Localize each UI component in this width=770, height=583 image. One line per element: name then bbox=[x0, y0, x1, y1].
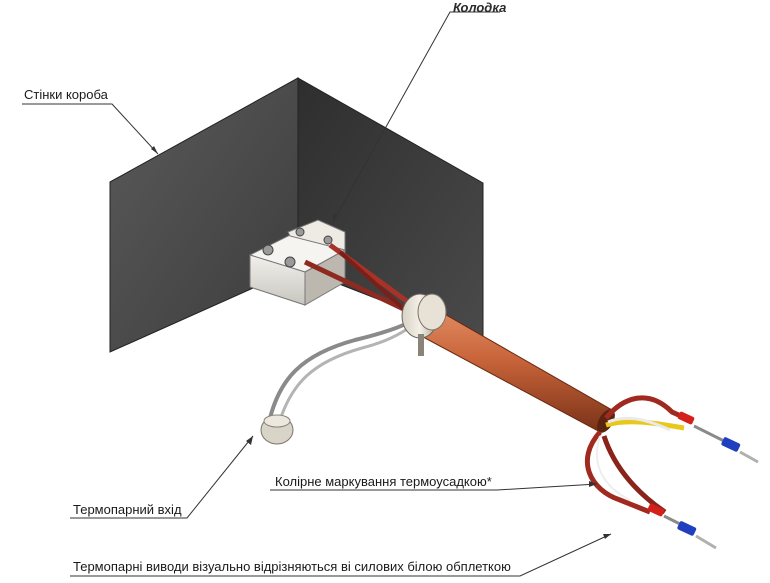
lead-white-lower bbox=[595, 435, 631, 501]
leader-thermocouple-input bbox=[70, 435, 254, 519]
label-thermocouple-leads: Термопарні виводи візуально відрізняютьс… bbox=[73, 559, 511, 574]
gland-stud bbox=[418, 334, 424, 356]
lead-white-upper bbox=[607, 416, 671, 432]
terminal-screw-3 bbox=[295, 227, 305, 237]
thermocouple-input-assembly bbox=[260, 320, 413, 445]
lead-red-lower-2 bbox=[601, 435, 667, 515]
pin-blue-upper bbox=[721, 437, 741, 452]
pin-tip-upper bbox=[739, 450, 759, 464]
lead-red-upper bbox=[604, 395, 692, 423]
leader-color-marking bbox=[270, 483, 598, 491]
crimp-red-upper bbox=[677, 411, 695, 425]
cable-gland bbox=[401, 293, 447, 356]
terminal-screw-1 bbox=[262, 244, 274, 256]
terminal-screw-4 bbox=[323, 235, 333, 245]
leader-lines bbox=[22, 11, 612, 577]
power-leads-inside bbox=[303, 242, 416, 320]
pin-tip-lower bbox=[695, 534, 717, 550]
thermocouple-wire-2 bbox=[278, 324, 413, 421]
leader-box-walls bbox=[22, 103, 159, 155]
label-terminal-block: Колодка bbox=[453, 0, 507, 15]
crimp-red-lower bbox=[647, 503, 665, 517]
thermocouple-wire-1 bbox=[268, 320, 411, 419]
terminal-block bbox=[248, 219, 347, 306]
thermocouple-connector-top bbox=[263, 414, 291, 428]
leader-thermocouple-leads bbox=[70, 533, 612, 577]
lead-yellow bbox=[605, 419, 685, 431]
lead-red-lower bbox=[584, 430, 651, 515]
label-thermocouple-input: Термопарний вхід bbox=[73, 502, 182, 517]
pin-blue-lower bbox=[677, 521, 697, 536]
label-color-marking: Колірне маркування термоусадкою* bbox=[275, 474, 492, 489]
external-leads bbox=[584, 395, 759, 550]
terminal-screw-2 bbox=[284, 256, 296, 268]
leader-terminal-block bbox=[332, 11, 500, 223]
label-box-walls: Стінки короба bbox=[24, 87, 108, 102]
box-wall-left bbox=[109, 77, 299, 353]
